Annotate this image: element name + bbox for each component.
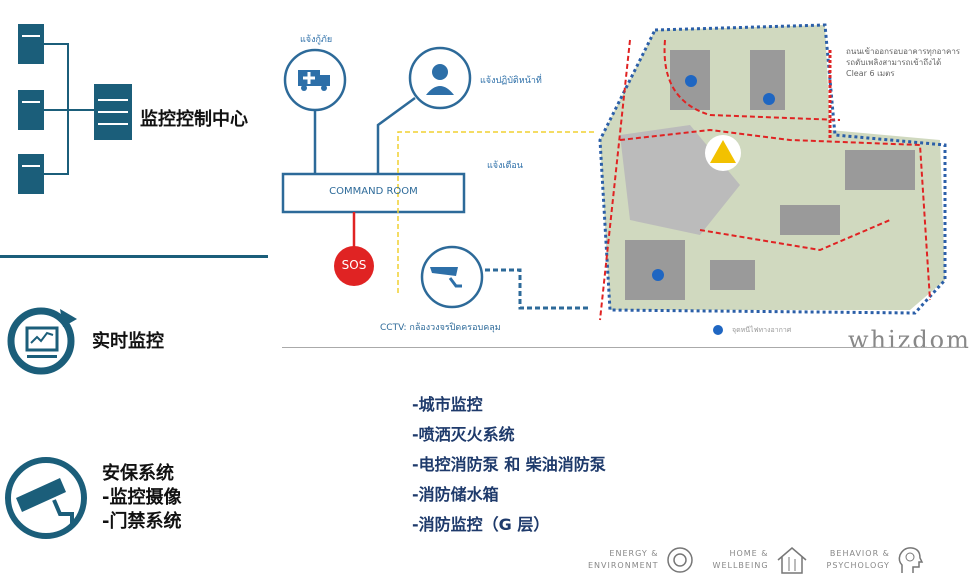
- feature-item: -消防储水箱: [412, 485, 499, 504]
- security-item: -监控摄像: [102, 487, 182, 508]
- security-title: 安保系统: [102, 463, 174, 484]
- pillar-behavior: BEHAVIOR & PSYCHOLOGY: [827, 545, 924, 575]
- map-note: ถนนเข้าออกรอบอาคารทุกอาคาร รถดับเพลิงสาม…: [846, 46, 960, 79]
- legend-dot: [713, 325, 723, 335]
- security-system-text: 安保系统 -监控摄像 -门禁系统: [102, 462, 181, 534]
- feature-item: -消防监控（G 层）: [412, 515, 550, 534]
- pillar-line: ENERGY &: [609, 549, 659, 558]
- pillar-line: ENVIRONMENT: [588, 561, 659, 570]
- map-baseline: [282, 347, 965, 348]
- divider: [0, 255, 268, 258]
- alert-label: แจ้งเตือน: [487, 161, 523, 171]
- feature-list: -城市监控 -喷洒灭火系统 -电控消防泵 和 柴油消防泵 -消防储水箱 -消防监…: [412, 390, 606, 540]
- whizdom-logo: whizdom: [848, 326, 971, 348]
- sos-label: SOS: [341, 258, 367, 272]
- map-note-line: รถดับเพลิงสามารถเข้าถึงได้: [846, 58, 942, 67]
- security-item: -门禁系统: [102, 511, 182, 532]
- cctv-icon: [420, 245, 484, 309]
- control-center-label: 监控控制中心: [140, 109, 248, 130]
- map-legend-label: จุดหนีไฟทางอากาศ: [732, 326, 792, 334]
- realtime-label: 实时监控: [92, 331, 164, 352]
- command-diagram: [281, 46, 595, 310]
- realtime-monitor-icon: [7, 307, 77, 375]
- rescue-label: แจ้งกู้ภัย: [300, 35, 333, 45]
- pillar-line: WELLBEING: [712, 561, 769, 570]
- pillar-line: HOME &: [729, 549, 769, 558]
- feature-item: -喷洒灭火系统: [412, 425, 515, 444]
- map-note-line: Clear 6 เมตร: [846, 69, 895, 78]
- command-room-box: COMMAND ROOM: [329, 186, 418, 197]
- site-plan-map: [598, 23, 947, 335]
- server-network-icon: [18, 24, 132, 194]
- head-icon: [898, 547, 924, 573]
- map-note-line: ถนนเข้าออกรอบอาคารทุกอาคาร: [846, 47, 961, 56]
- cycle-icon: [666, 547, 693, 573]
- house-icon: [777, 547, 807, 574]
- pillar-home: HOME & WELLBEING: [713, 545, 809, 575]
- duty-label: แจ้งปฏิบัติหน้าที่: [480, 76, 542, 86]
- cctv-label: CCTV: กล้องวงจรปิดครอบคลุม: [380, 323, 501, 333]
- footer-pillars: ENERGY & ENVIRONMENT HOME & WELLBEING BEHA…: [588, 545, 924, 575]
- pillar-line: PSYCHOLOGY: [826, 561, 890, 570]
- security-camera-icon: [5, 457, 87, 539]
- pillar-energy: ENERGY & ENVIRONMENT: [588, 545, 695, 575]
- feature-item: -电控消防泵 和 柴油消防泵: [412, 455, 606, 474]
- feature-item: -城市监控: [412, 395, 483, 414]
- pillar-line: BEHAVIOR &: [829, 549, 890, 558]
- sos-button: [334, 246, 374, 286]
